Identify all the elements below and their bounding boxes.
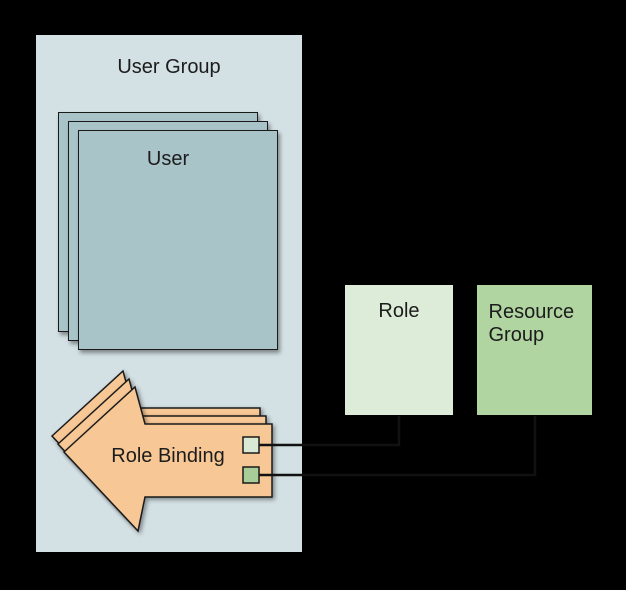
- user-label: User: [146, 148, 190, 170]
- connector-to-role: [259, 416, 401, 447]
- user-card-front: [78, 130, 278, 350]
- resource-group-port-square: [242, 466, 260, 484]
- role-label: Role: [378, 300, 420, 322]
- role-binding-arrow-front: [62, 385, 273, 533]
- role-box: Role: [345, 285, 453, 415]
- role-port-square: [242, 436, 260, 454]
- resource-group-label: Resource Group: [488, 301, 575, 346]
- role-binding-label: Role Binding: [111, 445, 225, 467]
- resource-group-box: Resource Group: [477, 285, 592, 415]
- user-group-label: User Group: [117, 56, 221, 78]
- connector-to-resource-group: [259, 416, 537, 477]
